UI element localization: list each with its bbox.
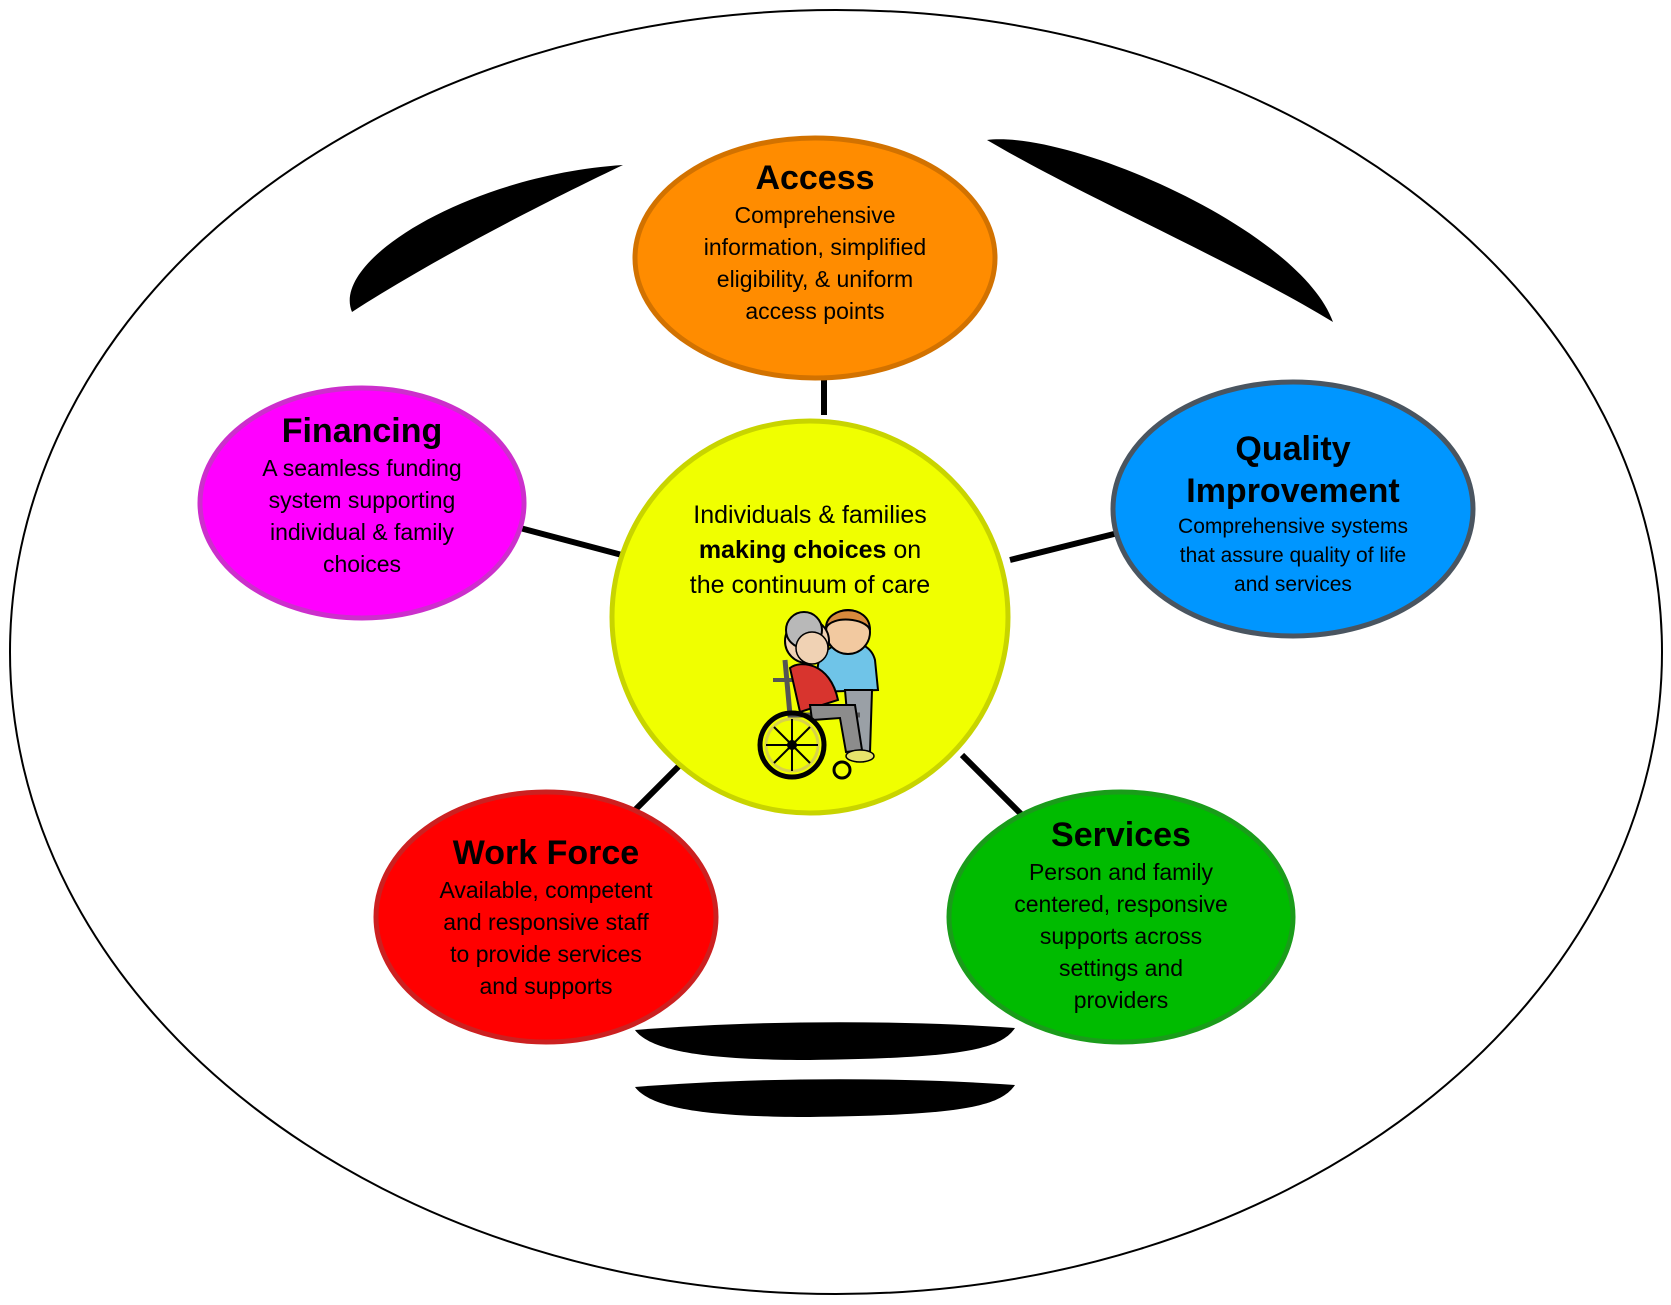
quality-title-line-1: Quality — [1235, 429, 1351, 468]
quality-title-line-2: Improvement — [1186, 471, 1400, 510]
connector-workforce — [627, 762, 683, 818]
access-desc-line-3: eligibility, & uniform — [716, 266, 914, 292]
financing-desc-line-1: A seamless funding — [262, 455, 462, 481]
workforce-circle — [373, 789, 719, 1045]
connector-quality — [1009, 530, 1119, 563]
services-desc-line-3: supports across — [1039, 923, 1203, 949]
financing-desc-line-2: system supporting — [268, 487, 456, 513]
workforce-desc-line-3: to provide services — [450, 941, 642, 967]
workforce-desc-line-2: and responsive staff — [443, 909, 649, 935]
workforce-desc-line-1: Available, competent — [439, 877, 653, 903]
wheelchair-caregiver-icon — [757, 609, 880, 780]
access-title: Access — [755, 159, 875, 197]
connector-financing — [519, 525, 623, 558]
access-desc-line-4: access points — [745, 298, 885, 324]
center-line-3: the continuum of care — [689, 570, 931, 599]
financing-title: Financing — [281, 412, 443, 450]
bottom-bar-upper-decoration — [635, 1022, 1015, 1060]
financing-node: Financing A seamless funding system supp… — [222, 405, 502, 585]
crescent-left-decoration — [349, 165, 623, 312]
financing-circle — [197, 385, 527, 621]
services-desc-line-2: centered, responsive — [1014, 891, 1228, 917]
quality-node: Quality Improvement Comprehensive system… — [1143, 418, 1443, 608]
financing-desc-line-4: choices — [323, 551, 401, 577]
center-node: Individuals & families making choices on… — [660, 495, 960, 605]
access-desc-line-2: information, simplified — [703, 234, 927, 260]
quality-desc-line-1: Comprehensive systems — [1178, 514, 1408, 538]
services-circle — [946, 789, 1296, 1045]
services-title: Services — [1051, 816, 1191, 854]
quality-desc-line-3: and services — [1234, 572, 1352, 596]
workforce-desc-line-4: and supports — [479, 973, 613, 999]
bottom-bar-lower-decoration — [635, 1079, 1015, 1117]
access-desc-line-1: Comprehensive — [734, 202, 896, 228]
access-node: Access Comprehensive information, simpli… — [665, 152, 965, 332]
crescent-right-decoration — [987, 139, 1333, 322]
services-desc-line-4: settings and — [1058, 955, 1184, 981]
workforce-title: Work Force — [452, 834, 640, 872]
quality-circle — [1110, 379, 1476, 639]
services-desc-line-1: Person and family — [1028, 859, 1214, 885]
financing-desc-line-3: individual & family — [269, 519, 455, 545]
center-line-2-bold: making choices — [698, 535, 887, 564]
connector-services — [959, 752, 1025, 818]
workforce-node: Work Force Available, competent and resp… — [396, 827, 696, 1007]
center-line-2: making choices on — [699, 533, 921, 568]
access-circle — [632, 135, 998, 381]
services-desc-line-5: providers — [1073, 987, 1169, 1013]
services-node: Services Person and family centered, res… — [971, 810, 1271, 1020]
quality-desc-line-2: that assure quality of life — [1179, 543, 1407, 567]
center-line-2-rest: on — [886, 535, 922, 564]
center-line-1: Individuals & families — [693, 500, 927, 529]
